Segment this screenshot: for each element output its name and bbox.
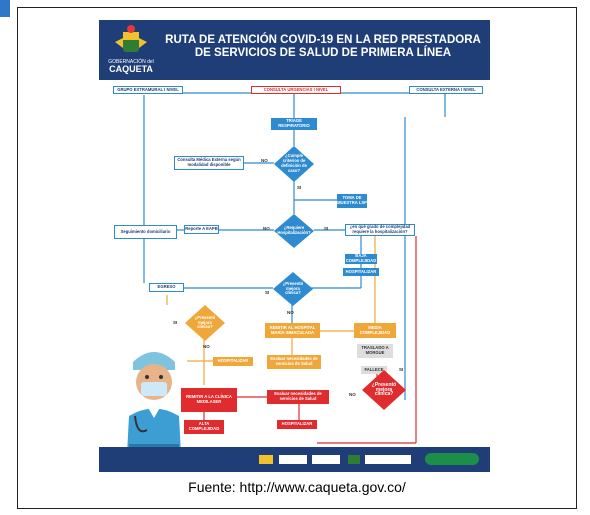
consulta-urgencias-box: CONSULTA URGENCIAS I NIVEL bbox=[251, 86, 341, 94]
hospitalizar-red-box: HOSPITALIZAR bbox=[277, 420, 317, 429]
egreso-box: EGRESO bbox=[149, 283, 184, 292]
secretaria-logo-icon bbox=[365, 455, 411, 464]
remitir-hospital-label: REMITIR AL HOSPITAL MARÍA INMACULADA bbox=[269, 324, 316, 335]
remitir-clinica-box: REMITIR A LA CLÍNICA MEDILASER bbox=[181, 388, 237, 412]
evaluar-red-box: Evaluar necesidades de servicios de Salu… bbox=[267, 390, 329, 404]
mejora-red-diamond bbox=[362, 370, 406, 410]
consulta-medica-box: Consulta Médica Externa según modalidad … bbox=[174, 156, 244, 170]
flowchart-poster: GOBERNACIÓN del CAQUETA RUTA DE ATENCIÓN… bbox=[99, 20, 490, 472]
nurse-illustration bbox=[127, 352, 181, 454]
figure-frame bbox=[17, 7, 577, 509]
no-label-2: NO bbox=[263, 226, 270, 231]
title-line2: DE SERVICIOS DE SALUD DE PRIMERA LÍNEA bbox=[194, 47, 452, 59]
reporte-label: Reporte A EAPB bbox=[185, 226, 218, 232]
evaluar-orange-box: Evaluar necesidades de servicios de Salu… bbox=[267, 355, 321, 369]
baja-complejidad-label: BAJA COMPLEJIDAD bbox=[345, 253, 377, 263]
ministry-logo-icon bbox=[279, 455, 307, 464]
seguimiento-box: Seguimiento domiciliario bbox=[114, 225, 177, 239]
fallece-box: FALLECE bbox=[361, 366, 387, 374]
grupo-extramural-box: GRUPO EXTRAMURAL I NIVEL bbox=[113, 86, 183, 94]
grupo-extramural-label: GRUPO EXTRAMURAL I NIVEL bbox=[117, 86, 179, 92]
consulta-urgencias-label: CONSULTA URGENCIAS I NIVEL bbox=[263, 86, 329, 92]
remitir-hospital-box: REMITIR AL HOSPITAL MARÍA INMACULADA bbox=[265, 323, 320, 338]
si-label-3: SI bbox=[265, 290, 270, 295]
governor-seal-icon bbox=[348, 455, 360, 464]
requiere-label: ¿Requiere Hospitalización? bbox=[277, 225, 311, 235]
toma-muestra-label: TOMA DE MUESTRA LSP bbox=[337, 195, 367, 205]
si-label-2: SI bbox=[324, 226, 329, 231]
consulta-externa-label: CONSULTA EXTERNA I NIVEL bbox=[416, 86, 476, 92]
logo-line1: GOBERNACIÓN del bbox=[108, 59, 154, 65]
campaign-logo-icon bbox=[425, 453, 479, 465]
remitir-clinica-label: REMITIR A LA CLÍNICA MEDILASER bbox=[186, 394, 232, 404]
poster-header: GOBERNACIÓN del CAQUETA RUTA DE ATENCIÓN… bbox=[99, 20, 490, 80]
grado-label: ¿en qué grado de complejidad requiere la… bbox=[349, 224, 411, 234]
fallece-label: FALLECE bbox=[364, 366, 384, 372]
mejora-orange-label: ¿Presentó mejora clínica? bbox=[194, 314, 216, 330]
title-line1: RUTA DE ATENCIÓN COVID-19 EN LA RED PRES… bbox=[165, 34, 481, 46]
hospitalizar-blue-label: HOSPITALIZAR bbox=[345, 268, 377, 274]
mejora-red-label: ¿Presentó mejora clínica? bbox=[371, 381, 397, 398]
cumple-decision-diamond bbox=[274, 146, 314, 182]
si-label-1: SI bbox=[297, 185, 302, 190]
traslado-morgue-box: TRASLADO A MORGUE bbox=[357, 344, 393, 358]
no-label-1: NO bbox=[261, 158, 268, 163]
consulta-externa-box: CONSULTA EXTERNA I NIVEL bbox=[409, 86, 483, 94]
hospitalizar-blue-box: HOSPITALIZAR bbox=[343, 268, 379, 276]
poster-title: RUTA DE ATENCIÓN COVID-19 EN LA RED PRES… bbox=[159, 34, 487, 60]
toma-muestra-box: TOMA DE MUESTRA LSP bbox=[337, 194, 367, 208]
egreso-label: EGRESO bbox=[157, 284, 176, 290]
si-label-5: SI bbox=[399, 367, 404, 372]
mejora-decision-diamond bbox=[273, 272, 313, 306]
consulta-medica-label: Consulta Médica Externa según modalidad … bbox=[177, 157, 241, 167]
corner-marker bbox=[0, 0, 10, 17]
media-complejidad-box: MEDIA COMPLEJIDAD bbox=[354, 323, 396, 338]
logo-text: GOBERNACIÓN del CAQUETA bbox=[105, 59, 157, 74]
cumple-label: ¿Cumple criterios de definición de caso? bbox=[281, 154, 307, 173]
hospitalizar-orange-label: HOSPITALIZAR bbox=[217, 358, 249, 364]
requiere-decision-diamond bbox=[274, 214, 314, 248]
figure-caption: Fuente: http://www.caqueta.gov.co/ bbox=[188, 479, 406, 495]
mejora-label: ¿Presentó mejora clínica? bbox=[282, 280, 304, 296]
traslado-morgue-label: TRASLADO A MORGUE bbox=[361, 345, 389, 355]
evaluar-red-label: Evaluar necesidades de servicios de Salu… bbox=[274, 391, 322, 401]
colombia-flag-icon bbox=[259, 455, 273, 464]
triage-label: TRIAGE RESPIRATORIO bbox=[278, 118, 310, 128]
grado-box: ¿en qué grado de complejidad requiere la… bbox=[345, 224, 415, 236]
alta-complejidad-box: ALTA COMPLEJIDAD bbox=[184, 420, 224, 434]
evaluar-orange-label: Evaluar necesidades de servicios de Salu… bbox=[270, 356, 318, 366]
si-label-4: SI bbox=[173, 320, 178, 325]
coat-of-arms-icon bbox=[115, 25, 147, 52]
alta-complejidad-label: ALTA COMPLEJIDAD bbox=[188, 421, 220, 431]
no-label-4: NO bbox=[203, 344, 210, 349]
no-label-5: NO bbox=[349, 392, 356, 397]
reporte-box: Reporte A EAPB bbox=[184, 225, 219, 234]
poster-footer bbox=[99, 447, 490, 472]
mejora-orange-diamond bbox=[185, 305, 225, 341]
media-complejidad-label: MEDIA COMPLEJIDAD bbox=[359, 324, 391, 335]
no-label-3: NO bbox=[287, 310, 294, 315]
ministry-logo-icon-2 bbox=[312, 455, 340, 464]
triage-box: TRIAGE RESPIRATORIO bbox=[271, 118, 317, 130]
hospitalizar-orange-box: HOSPITALIZAR bbox=[213, 357, 253, 366]
logo-line2: CAQUETA bbox=[109, 64, 153, 74]
seguimiento-label: Seguimiento domiciliario bbox=[120, 228, 171, 234]
hospitalizar-red-label: HOSPITALIZAR bbox=[281, 421, 313, 427]
baja-complejidad-box: BAJA COMPLEJIDAD bbox=[345, 253, 377, 264]
